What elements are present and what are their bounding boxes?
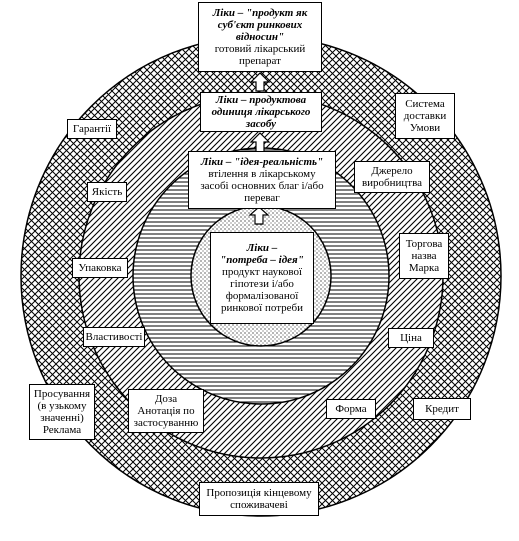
product-title: Ліки – продуктова [215,94,307,106]
top-line-2: препарат [239,55,281,67]
real-title: Ліки – "ідея-реальність" [200,156,324,168]
core-line-1: продукт наукової [221,266,303,278]
core-line-2: гіпотези і/або [230,278,294,290]
label-quality: Якість [87,182,127,202]
real-line-1: втілення в лікарському [208,168,316,180]
core-line-3: формалізованої [225,290,299,302]
top-title-3: відносин" [235,31,285,43]
core-title: Ліки – [246,242,278,254]
product-title-3: засобу [245,118,277,130]
box-real: Ліки – "ідея-реальність" втілення в ліка… [188,151,336,209]
label-source: Джерело виробництва [354,161,430,193]
label-guarantees: Гарантії [67,119,117,139]
box-product: Ліки – продуктова одиниця лікарського за… [200,92,322,132]
label-promotion: Просування (в узькому значенні) Реклама [29,384,95,440]
box-core: Ліки – "потреба – ідея" продукт наукової… [210,232,314,324]
box-top: Ліки – "продукт як суб'єкт ринкових відн… [198,2,322,72]
core-title-2: "потреба – ідея" [220,254,304,266]
label-price: Ціна [388,328,434,348]
real-line-3: переваг [244,192,280,204]
real-line-2: засобі основних благ і/або [200,180,324,192]
label-packaging: Упаковка [72,258,128,278]
top-title: Ліки – "продукт як [212,7,308,19]
label-properties: Властивості [83,327,145,347]
product-title-2: одиниця лікарського [211,106,311,118]
label-offer: Пропозиція кінцевому споживачеві [199,482,319,516]
top-line-1: готовий лікарський [214,43,306,55]
arrow-product-to-top [249,72,271,92]
label-delivery: Система доставки Умови [395,93,455,139]
label-brand: Торгова назва Марка [399,233,449,279]
core-line-4: ринкової потреби [220,302,304,314]
arrow-real-to-product [249,132,271,153]
top-title-2: суб'єкт ринкових [217,19,303,31]
label-dose-annotation: Доза Анотація по застосуванню [128,389,204,433]
arrow-core-to-real [248,206,270,225]
label-form: Форма [326,399,376,419]
label-credit: Кредит [413,398,471,420]
